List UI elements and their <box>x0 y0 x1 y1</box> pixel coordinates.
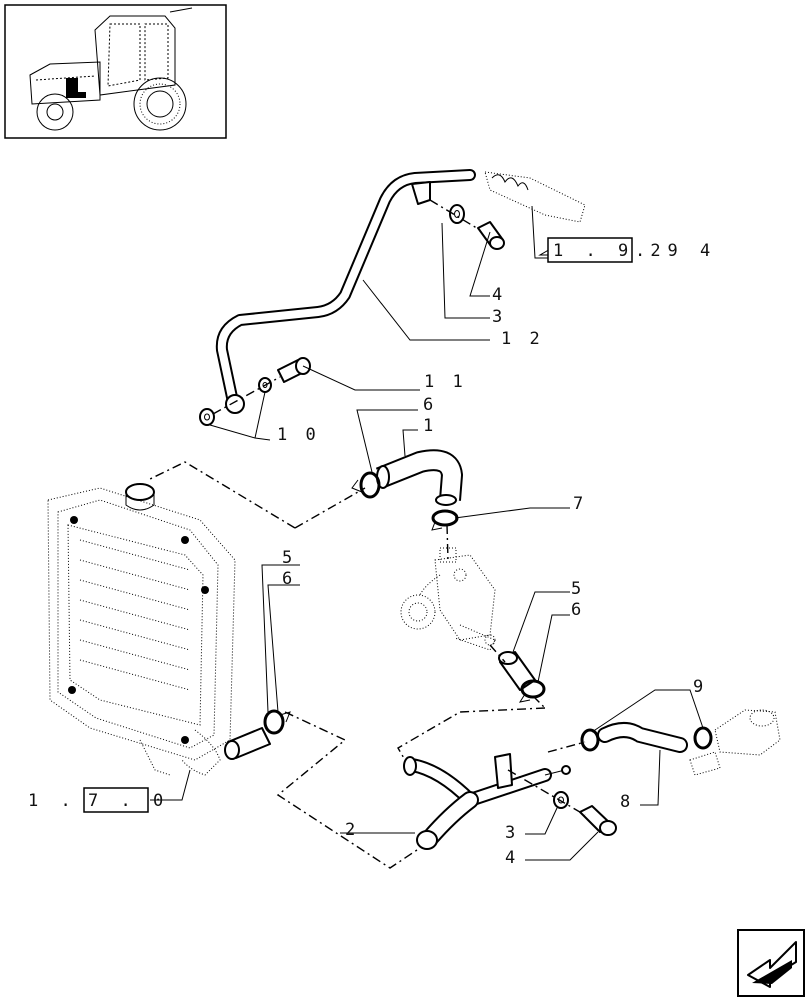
hose-5-pump <box>498 651 536 691</box>
callout-3-top: 3 <box>492 307 506 327</box>
callout-7: 7 <box>573 494 587 514</box>
callout-4-top: 4 <box>492 285 506 305</box>
callout-10: 1 0 <box>277 425 320 445</box>
ref-left-boxed: 7 . 0 <box>88 791 169 811</box>
clamp-6-pump <box>518 679 546 703</box>
hose-8 <box>597 722 688 753</box>
washer-3-lower <box>553 791 569 809</box>
pipe-12 <box>215 169 586 414</box>
radiator <box>47 483 236 776</box>
callout-1: 1 <box>423 416 437 436</box>
callout-2: 2 <box>345 820 359 840</box>
callout-8: 8 <box>620 792 634 812</box>
washer-10 <box>199 408 215 426</box>
tractor-thumbnail-icon <box>4 4 227 139</box>
clamp-6-radiator <box>263 709 291 735</box>
callout-3-lower: 3 <box>505 823 519 843</box>
callout-6-top: 6 <box>423 395 437 415</box>
hose-1 <box>375 449 463 506</box>
bolt-11 <box>277 357 311 383</box>
water-pump <box>400 547 496 651</box>
ref-1-92-94[interactable]: 1 . 9 2 . 9 4 <box>547 237 716 263</box>
callout-9: 9 <box>693 677 707 697</box>
callout-11: 1 1 <box>424 372 467 392</box>
next-page-arrow-icon[interactable] <box>737 929 805 997</box>
clamp-6-upper <box>351 471 381 499</box>
pipe-2 <box>403 753 571 850</box>
clamp-9-right <box>693 726 713 750</box>
hose-5-radiator <box>224 727 271 760</box>
callout-5-pump: 5 <box>571 579 585 599</box>
ref-top-tail: . 9 4 <box>635 241 716 261</box>
callout-5-radiator: 5 <box>282 548 296 568</box>
callout-4-lower: 4 <box>505 848 519 868</box>
washer-3-top <box>449 204 465 224</box>
callout-6-radiator: 6 <box>282 569 296 589</box>
clamp-9-left <box>580 728 600 752</box>
clamp-7 <box>431 509 459 531</box>
ref-top-boxed: 1 . 9 2 <box>553 241 667 261</box>
bolt-4-top <box>477 221 505 250</box>
callout-12: 1 2 <box>501 329 544 349</box>
ref-1-17-0[interactable]: 1 . 1 7 . 0 <box>28 787 169 813</box>
bolt-4-lower <box>579 805 617 836</box>
heater-fitting <box>689 709 781 776</box>
callout-6-pump: 6 <box>571 600 585 620</box>
